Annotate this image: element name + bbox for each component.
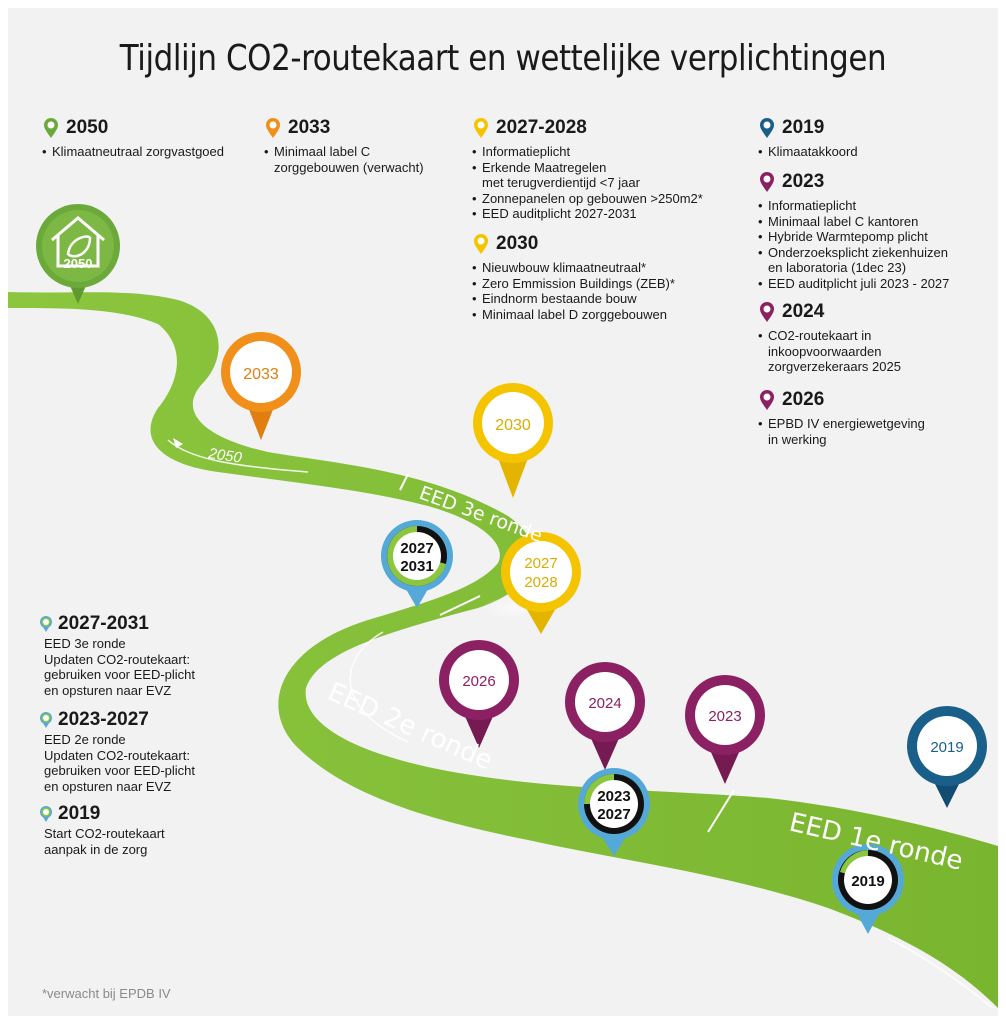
list-item: Minimaal label D zorggebouwen	[472, 307, 752, 323]
left-block-2019-year: 2019	[58, 803, 101, 824]
list-item: Minimaal label C	[264, 144, 464, 160]
list-item: Zero Emmission Buildings (ZEB)*	[472, 276, 752, 292]
block-2050-year: 2050	[66, 117, 109, 138]
text-line: gebruiken voor EED-plicht	[44, 763, 196, 778]
left-block-2023-2027: 2023-2027 EED 2e ronde Updaten CO2-route…	[38, 708, 258, 794]
marker-2050	[36, 204, 120, 304]
marker-2024	[565, 662, 645, 770]
road-label-2050: 2050	[206, 445, 243, 467]
list-item: Zonnepanelen op gebouwen >250m2*	[472, 191, 752, 207]
list-item: Nieuwbouw klimaatneutraal*	[472, 260, 752, 276]
marker-2050-label: 2050	[64, 256, 93, 271]
page-title: Tijdlijn CO2-routekaart en wettelijke ve…	[119, 38, 887, 79]
block-2033: 2033 Minimaal label C zorggebouwen (verw…	[264, 116, 464, 175]
marker-2027-2031	[381, 520, 453, 608]
location-pin-icon	[44, 118, 58, 138]
marker-2027-2031-label-a: 2027	[400, 540, 433, 557]
block-2027-2028: 2027-2028 Informatieplicht Erkende Maatr…	[472, 116, 752, 222]
footnote: *verwacht bij EPDB IV	[42, 986, 171, 1001]
marker-2023-label: 2023	[708, 708, 741, 725]
list-item: EPBD IV energiewetgeving	[758, 416, 994, 432]
road-shape	[8, 292, 998, 1008]
marker-2030-label: 2030	[495, 417, 531, 434]
block-2026: 2026 EPBD IV energiewetgeving in werking	[758, 388, 994, 447]
block-2033-year: 2033	[288, 117, 331, 138]
block-2024: 2024 CO2-routekaart in inkoopvoorwaarden…	[758, 300, 994, 375]
block-2050: 2050 Klimaatneutraal zorgvastgoed	[42, 116, 262, 160]
list-item: Onderzoeksplicht ziekenhuizen	[758, 245, 994, 261]
list-item: CO2-routekaart in	[758, 328, 994, 344]
marker-2019-top	[907, 706, 987, 808]
block-2019-year: 2019	[782, 117, 825, 138]
list-item: Eindnorm bestaande bouw	[472, 291, 752, 307]
text-line: en opsturen naar EVZ	[44, 778, 172, 794]
location-pin-icon	[474, 234, 488, 254]
list-item: inkoopvoorwaarden	[768, 343, 882, 359]
text-line: gebruiken voor EED-plicht	[44, 667, 196, 682]
location-pin-icon	[760, 118, 774, 138]
list-item: Informatieplicht	[758, 198, 994, 214]
ring-pin-icon	[40, 616, 52, 632]
location-pin-icon	[760, 302, 774, 322]
marker-2023-2027-label-a: 2023	[597, 788, 630, 805]
text-line: Start CO2-routekaart	[44, 826, 165, 841]
text-line: Updaten CO2-routekaart:	[44, 651, 190, 667]
block-2030-year: 2030	[496, 233, 539, 254]
marker-2026	[439, 640, 519, 748]
timeline-road: 2050 2033 2030 2027 2031 2027 2028 2026 …	[8, 204, 998, 1009]
marker-2023-2027	[578, 768, 650, 856]
list-item: EED auditplicht 2027-2031	[472, 206, 752, 222]
marker-2019-ring	[832, 844, 904, 934]
marker-2027-2031-label-b: 2031	[400, 558, 433, 575]
block-2030: 2030 Nieuwbouw klimaatneutraal* Zero Emm…	[472, 232, 752, 322]
list-item: zorggebouwen (verwacht)	[274, 159, 424, 175]
marker-2023	[685, 675, 765, 784]
text-line: EED 2e ronde	[44, 732, 126, 747]
infographic-canvas: 2050 2033 2030 2027 2031 2027 2028 2026 …	[8, 8, 998, 1016]
text-line: EED 3e ronde	[44, 636, 126, 651]
ring-pin-icon	[40, 806, 52, 822]
location-pin-icon	[760, 172, 774, 192]
list-item: en laboratoria (1dec 23)	[768, 260, 907, 275]
marker-2030	[473, 383, 553, 498]
marker-2033	[221, 332, 301, 440]
text-line: Updaten CO2-routekaart:	[44, 747, 190, 763]
list-item: Hybride Warmtepomp plicht	[758, 229, 994, 245]
list-item: Klimaatneutraal zorgvastgoed	[42, 144, 262, 160]
left-block-2027-2031: 2027-2031 EED 3e ronde Updaten CO2-route…	[38, 612, 258, 698]
left-block-2027-2031-year: 2027-2031	[58, 613, 149, 634]
list-item: Minimaal label C kantoren	[758, 214, 994, 230]
marker-2033-label: 2033	[243, 366, 279, 383]
location-pin-icon	[266, 118, 280, 138]
list-item: Informatieplicht	[472, 144, 752, 160]
marker-2026-label: 2026	[462, 673, 495, 690]
marker-2019-ring-label: 2019	[851, 873, 884, 890]
left-block-2019: 2019 Start CO2-routekaart aanpak in de z…	[38, 802, 258, 857]
marker-2027-2028	[501, 532, 581, 634]
text-line: en opsturen naar EVZ	[44, 682, 172, 698]
block-2023: 2023 Informatieplicht Minimaal label C k…	[758, 170, 994, 291]
block-2024-year: 2024	[782, 301, 825, 322]
list-item: Erkende Maatregelen	[472, 160, 752, 176]
list-item: met terugverdientijd <7 jaar	[482, 175, 640, 190]
block-2026-year: 2026	[782, 389, 825, 410]
location-pin-icon	[474, 118, 488, 138]
list-item: in werking	[768, 431, 827, 447]
text-line: aanpak in de zorg	[44, 841, 148, 857]
block-2027-2028-year: 2027-2028	[496, 117, 587, 138]
list-item: zorgverzekeraars 2025	[768, 359, 901, 374]
ring-pin-icon	[40, 712, 52, 728]
block-2023-year: 2023	[782, 171, 825, 192]
marker-2019-top-label: 2019	[930, 739, 963, 756]
marker-2023-2027-label-b: 2027	[597, 806, 630, 823]
house-leaf-icon	[51, 216, 105, 268]
location-pin-icon	[760, 390, 774, 410]
list-item: Klimaatakkoord	[758, 144, 994, 160]
block-2019: 2019 Klimaatakkoord	[758, 116, 994, 160]
marker-2027-2028-label-b: 2028	[524, 574, 557, 591]
marker-2027-2028-label-a: 2027	[524, 555, 557, 572]
marker-2024-label: 2024	[588, 695, 621, 712]
list-item: EED auditplicht juli 2023 - 2027	[758, 276, 994, 292]
left-block-2023-2027-year: 2023-2027	[58, 709, 149, 730]
